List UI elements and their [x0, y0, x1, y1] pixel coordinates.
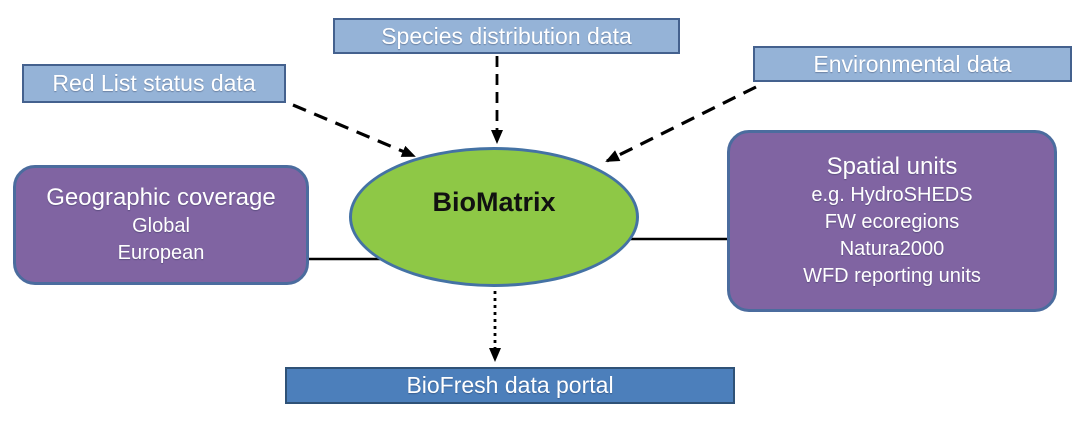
biofresh-data-portal-label: BioFresh data portal	[406, 372, 614, 398]
species-distribution-data-box: Species distribution data	[333, 18, 680, 54]
spatial-units-line-wfd-reporting-units: WFD reporting units	[803, 265, 981, 287]
spatial-units-title: Spatial units	[826, 153, 958, 180]
biofresh-data-portal-box: BioFresh data portal	[285, 367, 735, 404]
spatial-units-line-natura2000: Natura2000	[839, 238, 945, 260]
arrow-redlist-to-biomatrix	[292, 103, 416, 158]
geographic-coverage-title: Geographic coverage	[46, 184, 276, 211]
environmental-data-box: Environmental data	[753, 46, 1072, 82]
spatial-units-line-fw-ecoregions: FW ecoregions	[824, 211, 960, 233]
environmental-data-label: Environmental data	[813, 50, 1012, 77]
biomatrix-label: BioMatrix	[432, 186, 556, 217]
spatial-units-line-hydrosheds: e.g. HydroSHEDS	[811, 184, 973, 206]
spatial-units-box: Spatial units e.g. HydroSHEDS FW ecoregi…	[727, 130, 1057, 312]
red-list-status-data-box: Red List status data	[22, 64, 286, 103]
geographic-coverage-box: Geographic coverage Global European	[13, 165, 309, 285]
biomatrix-ellipse: BioMatrix	[349, 147, 639, 287]
species-distribution-data-label: Species distribution data	[381, 22, 632, 49]
geographic-coverage-line-european: European	[117, 242, 205, 264]
geographic-coverage-line-global: Global	[132, 215, 190, 237]
red-list-status-data-label: Red List status data	[52, 70, 256, 96]
